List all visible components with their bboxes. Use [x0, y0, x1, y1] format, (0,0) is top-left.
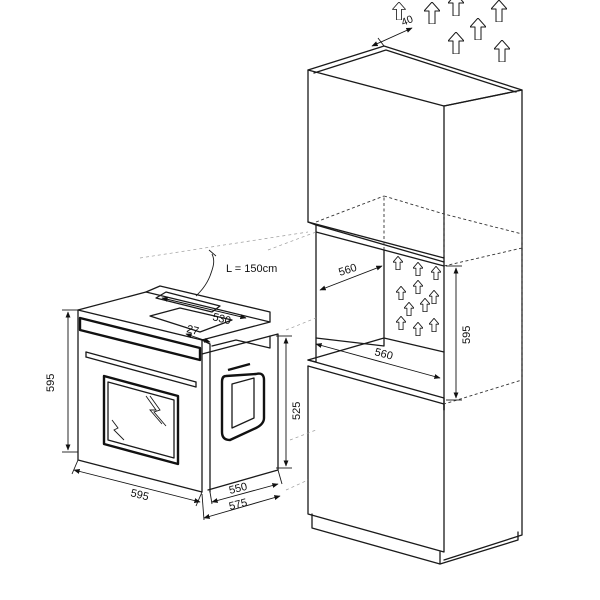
- vent-gap-dimension: 40: [371, 13, 415, 47]
- oven-depth-top-label: 530: [211, 311, 232, 327]
- power-cable: [195, 253, 215, 297]
- oven-front: [77, 309, 203, 493]
- projection-lines: [139, 231, 317, 491]
- cable-length-label: L = 150cm: [226, 263, 277, 275]
- oven-width-label: 595: [129, 487, 150, 503]
- lower-cabinet-front: [307, 365, 445, 553]
- oven-door-window: [102, 374, 180, 466]
- built-in-oven: [77, 249, 279, 493]
- side-height-label: 525: [291, 402, 303, 420]
- oven-dimensions: 595 595 530 27 525 550 575: [45, 296, 303, 521]
- offset-27-label: 27: [185, 323, 200, 338]
- upper-cabinet-front: [307, 69, 445, 259]
- niche-depth-bottom-label: 560: [373, 346, 394, 362]
- top-airflow-arrows: [392, 0, 510, 62]
- niche-dimensions: 560 560 595: [315, 262, 473, 401]
- vent-gap-label: 40: [400, 13, 415, 29]
- oven-handle: [85, 351, 197, 383]
- oven-control-panel: [78, 316, 202, 362]
- depth-550-label: 550: [228, 481, 249, 497]
- niche-left-jamb: [307, 221, 317, 363]
- oven-top-face: [77, 291, 271, 341]
- depth-575-label: 575: [228, 497, 249, 513]
- niche-depth-top-label: 560: [337, 262, 358, 279]
- oven-side: [201, 333, 279, 491]
- niche-inner-left: [315, 231, 385, 347]
- tall-cabinet: [307, 45, 523, 565]
- oven-height-label: 595: [45, 374, 57, 392]
- niche-airflow-arrows: [393, 256, 441, 336]
- niche-height-label: 595: [461, 326, 473, 344]
- oven-side-window: [220, 372, 266, 442]
- plinth: [311, 513, 441, 565]
